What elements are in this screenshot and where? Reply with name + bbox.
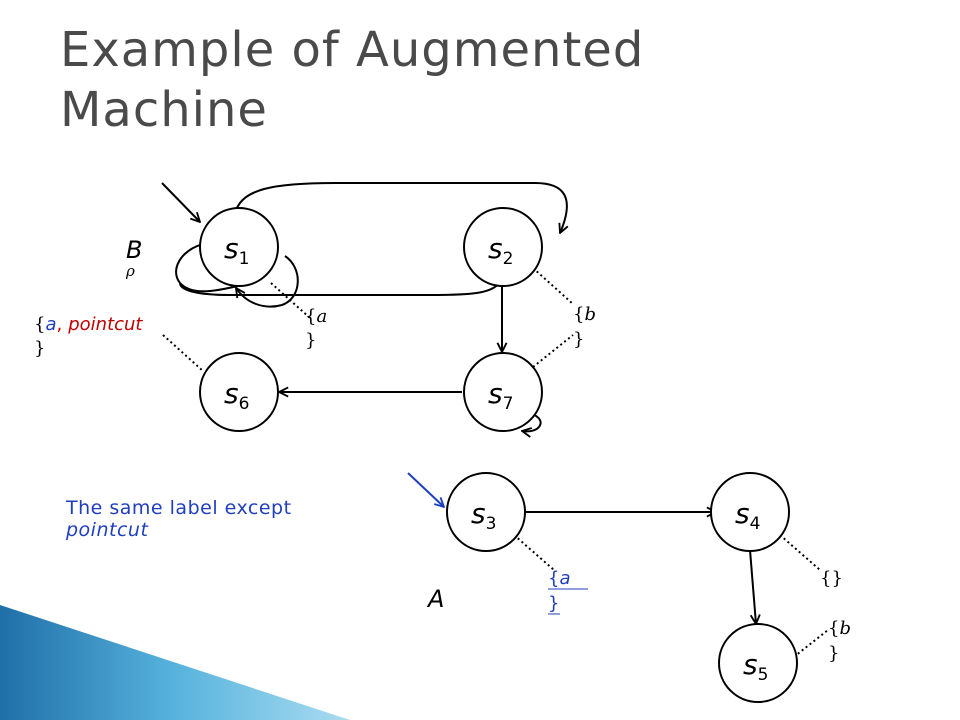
label-s1-line1: {a xyxy=(305,306,327,327)
svg-text:s5: s5 xyxy=(743,648,768,685)
label-s6-line1: {a,pointcut xyxy=(34,314,143,335)
connector-s1-label xyxy=(270,282,311,319)
label-s6-line2: } xyxy=(34,338,45,359)
edge-s4-s5 xyxy=(749,549,756,624)
loop-s7 xyxy=(522,413,542,431)
label-s5-line2: } xyxy=(828,643,839,664)
label-s5-line1: {b xyxy=(828,618,851,639)
label-s3-line2: } xyxy=(548,593,559,614)
slide-title: Example of Augmented Machine xyxy=(60,22,645,138)
svg-text:s6: s6 xyxy=(224,377,249,414)
edge-s2-s1 xyxy=(179,279,502,296)
note-text: The same label except pointcut xyxy=(66,497,376,541)
svg-text:s4: s4 xyxy=(735,497,760,534)
label-s4: {} xyxy=(820,568,843,589)
state-s3: s3 xyxy=(446,472,526,552)
label-s1-line2: } xyxy=(305,330,316,351)
svg-text:s7: s7 xyxy=(488,377,513,414)
note-line2: pointcut xyxy=(66,519,149,541)
state-s5: s5 xyxy=(718,623,798,703)
connector-s2-label-a xyxy=(532,267,574,305)
label-s3-line1: {a xyxy=(548,568,570,589)
state-s6: s6 xyxy=(199,352,279,432)
connector-s6-label xyxy=(162,334,204,372)
machine-name-B: B xyxy=(126,236,142,264)
rho-symbol: ρ xyxy=(125,262,135,280)
state-s7: s7 xyxy=(463,352,543,432)
initial-arrow-s1 xyxy=(161,182,200,222)
state-s2: s2 xyxy=(463,207,543,287)
connector-s7-label xyxy=(532,334,574,368)
connector-s3-label xyxy=(513,534,555,571)
edge-s1-s2 xyxy=(235,182,567,233)
corner-decoration xyxy=(0,605,350,720)
connector-s5-label xyxy=(789,629,829,661)
connector-s4-label xyxy=(779,534,821,571)
state-s4: s4 xyxy=(710,472,790,552)
label-s2-line2: } xyxy=(573,329,584,350)
svg-text:s2: s2 xyxy=(488,232,513,269)
initial-arrow-s3 xyxy=(407,472,444,507)
state-s1: s1 xyxy=(199,207,279,287)
machine-name-A: A xyxy=(426,585,444,613)
loop-s1-right xyxy=(236,255,299,308)
svg-text:s3: s3 xyxy=(471,497,496,534)
note-line1: The same label except xyxy=(66,497,292,519)
svg-text:s1: s1 xyxy=(224,232,249,269)
label-s2-line1: {b xyxy=(573,304,596,325)
